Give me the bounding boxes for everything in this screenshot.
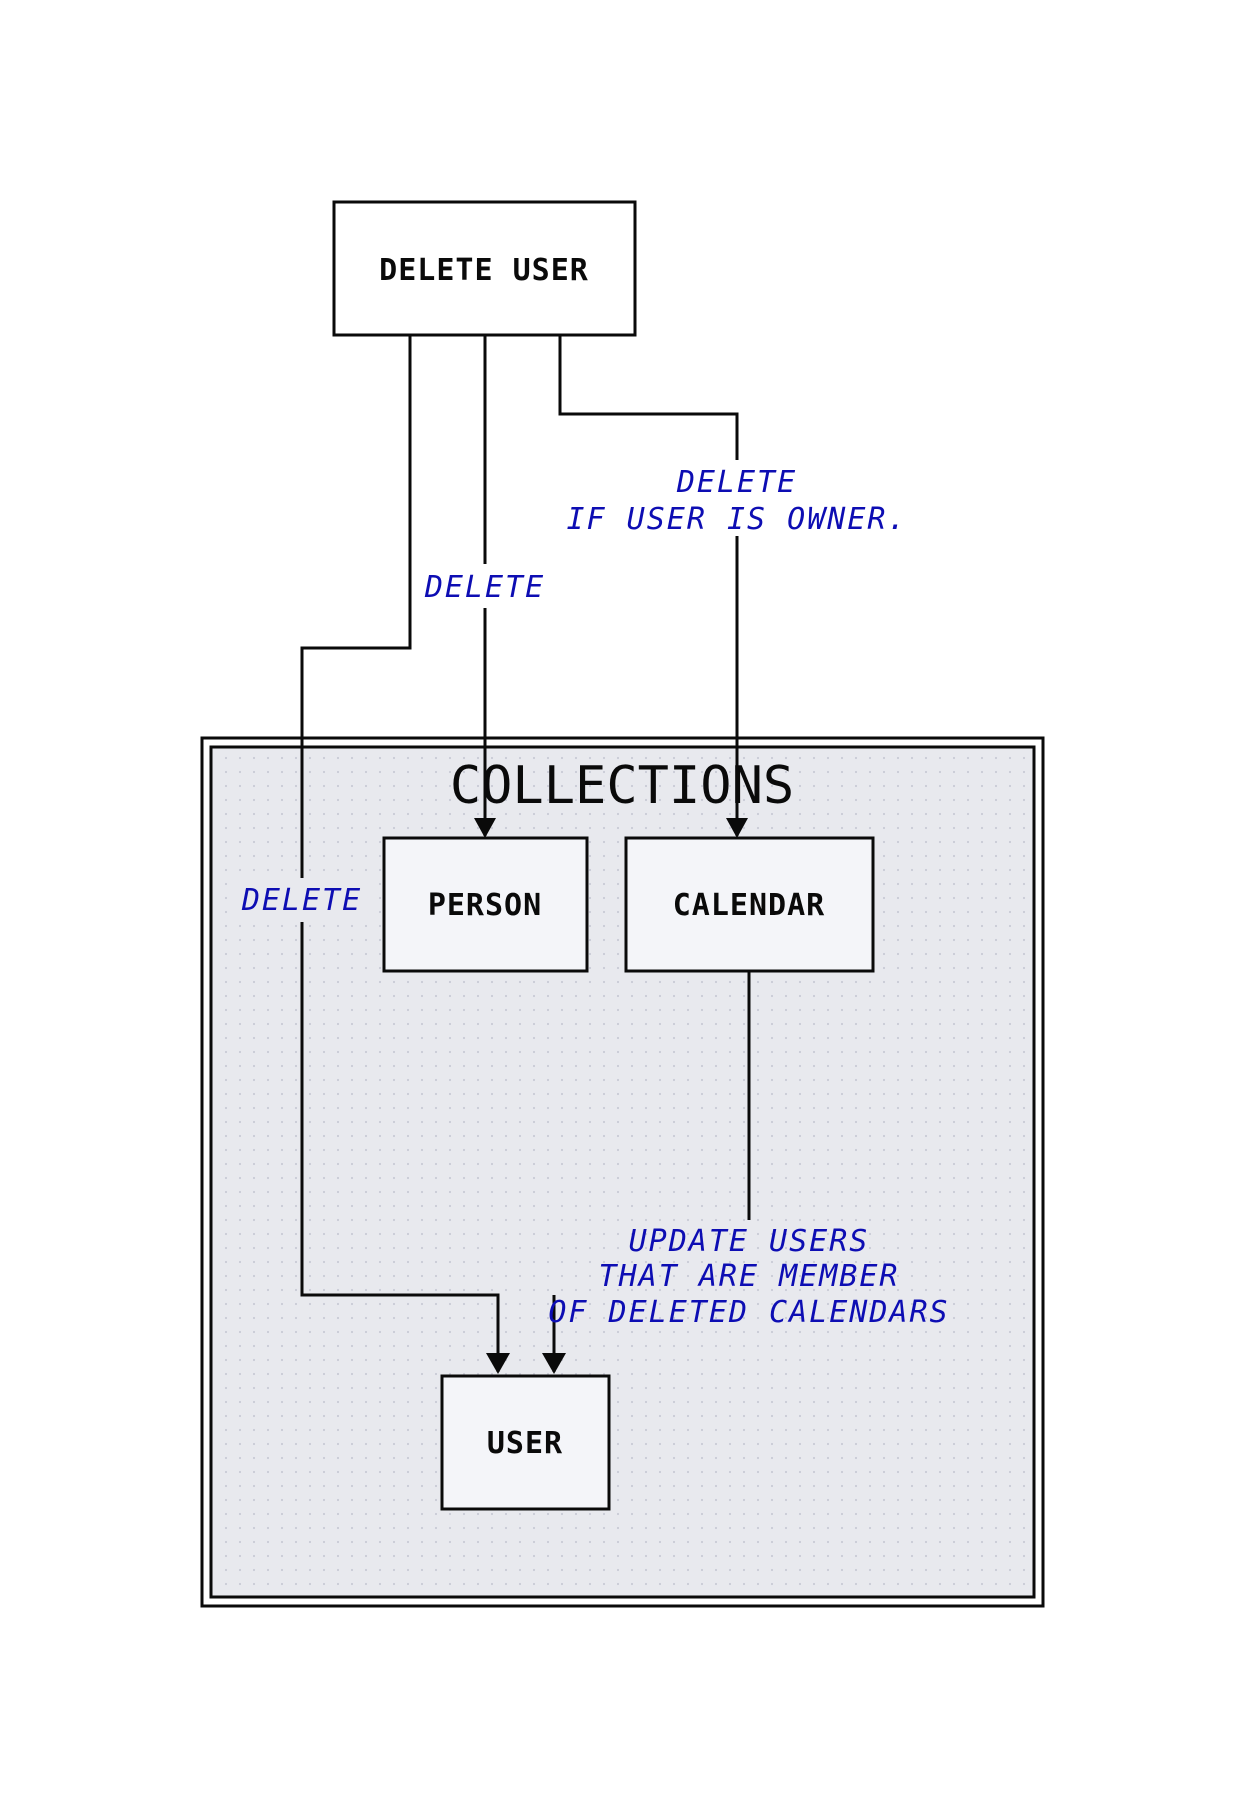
node-user[interactable]: USER (440, 1374, 611, 1511)
edge-label-calendar-to-user-line-1: UPDATE USERS (629, 1224, 870, 1259)
edge-label-to-calendar-line-2: IF USER IS OWNER. (566, 502, 907, 537)
node-person-box[interactable] (382, 836, 589, 973)
arrowhead-icon (726, 818, 748, 838)
edge-label-to-person: DELETE (424, 570, 545, 605)
edge-label-to-user: DELETE (241, 883, 362, 918)
node-person[interactable]: PERSON (382, 836, 589, 973)
edge-delete-user-to-user: DELETE (237, 335, 510, 1374)
node-delete-user-box[interactable] (332, 200, 637, 337)
edge-line (558, 335, 739, 836)
edge-label-calendar-to-user-line-3: OF DELETED CALENDARS (548, 1295, 949, 1330)
edge-label-to-calendar-line-1: DELETE (676, 465, 797, 500)
collections-group-label: COLLECTIONS (450, 756, 794, 816)
node-calendar-label: CALENDAR (673, 888, 826, 923)
arrowhead-icon (474, 818, 496, 838)
edge-delete-user-to-calendar: DELETE IF USER IS OWNER. (558, 335, 910, 838)
node-delete-user[interactable]: DELETE USER (332, 200, 637, 337)
node-calendar-box[interactable] (624, 836, 875, 973)
arrowhead-icon (486, 1353, 510, 1374)
node-person-label: PERSON (428, 888, 542, 923)
edge-delete-user-to-person: DELETE (420, 335, 550, 838)
edge-line (300, 335, 500, 1372)
node-user-box[interactable] (440, 1374, 611, 1511)
node-calendar[interactable]: CALENDAR (624, 836, 875, 973)
node-user-label: USER (487, 1426, 563, 1461)
edge-label-calendar-to-user-line-2: THAT ARE MEMBER (599, 1259, 900, 1294)
arrowhead-icon (542, 1353, 566, 1374)
collections-group: COLLECTIONS (200, 736, 1045, 1608)
edge-calendar-to-user: UPDATE USERS THAT ARE MEMBER OF DELETED … (542, 972, 949, 1374)
node-delete-user-label: DELETE USER (379, 253, 589, 288)
